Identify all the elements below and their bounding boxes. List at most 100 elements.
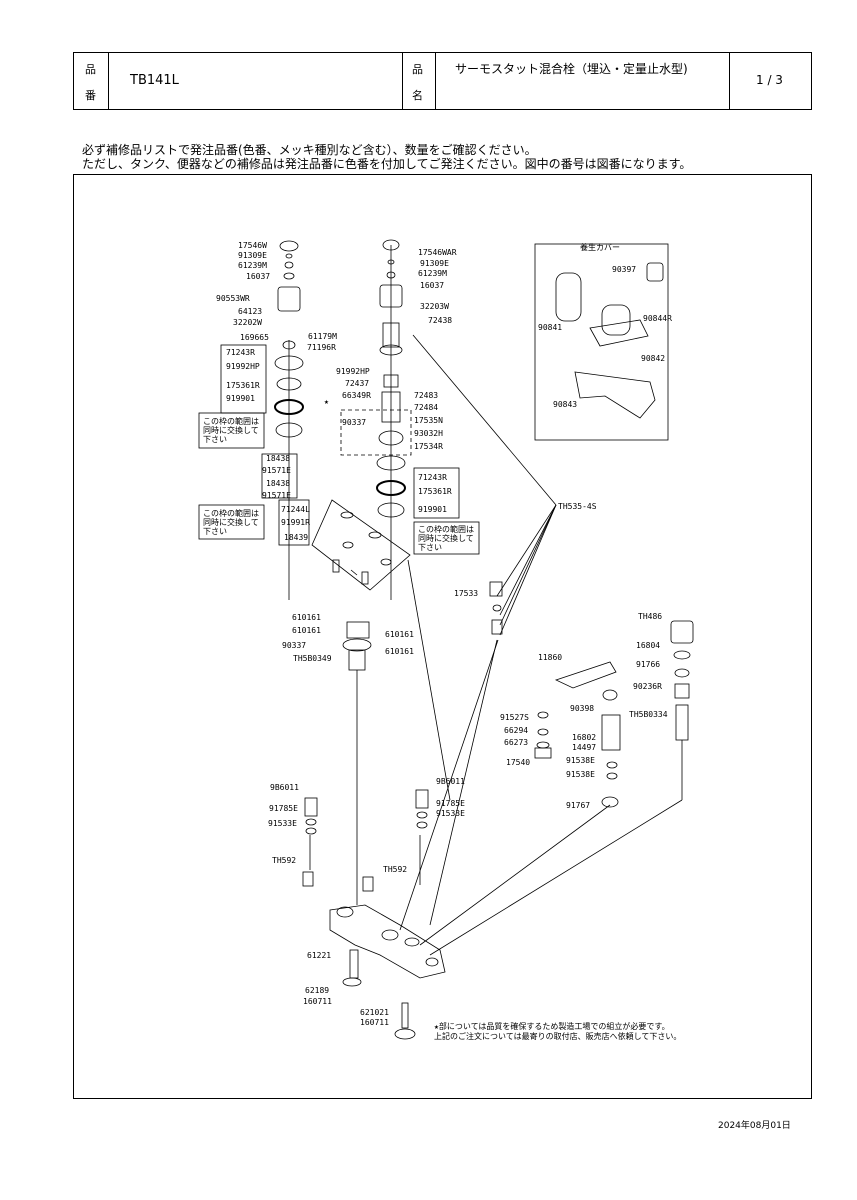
cover-title: 養生カバー (580, 242, 620, 252)
lower-link-5 (429, 799, 683, 956)
label-90842: 90842 (641, 354, 665, 363)
cartridge-17535N (381, 391, 401, 423)
product-name: サーモスタット混合栓（埋込・定量止水型) (455, 62, 688, 76)
ring-91767 (601, 796, 619, 808)
label-17534R: 17534R (414, 442, 443, 451)
part-169665 (282, 340, 296, 350)
ring-91538E-b (606, 772, 618, 780)
label-16802: 16802 (572, 733, 596, 742)
handle-32202W (277, 286, 301, 312)
label-90844R: 90844R (643, 314, 672, 323)
ring-66294 (537, 728, 549, 736)
label-TH592-a: TH592 (272, 856, 296, 865)
label-61239M-b: 61239M (418, 269, 447, 278)
part-72437 (383, 374, 399, 388)
star-dashed-box (340, 409, 412, 456)
valve-body-90337 (346, 621, 370, 639)
screw-TH592-b (362, 876, 374, 892)
oring-919901-b (377, 502, 405, 518)
plate-71244L (311, 499, 411, 591)
label-TH486: TH486 (638, 612, 662, 621)
note-box-1-line-1: この枠の範囲は (203, 416, 259, 426)
body-16802 (601, 714, 621, 751)
plate-hole-1 (340, 511, 354, 519)
label-71243R-b: 71243R (418, 473, 447, 482)
part-90236R (674, 683, 690, 699)
label-72437: 72437 (345, 379, 369, 388)
connector-9B6011-b (415, 789, 429, 809)
rod-62189 (349, 949, 359, 979)
title-block: 品 番 TB141L 品 名 サーモスタット混合栓（埋込・定量止水型) 1 / … (73, 52, 812, 110)
note-box-3-line-1: この枠の範囲は (418, 524, 474, 534)
label-18439: 18439 (284, 533, 308, 542)
lower-link-1 (429, 639, 498, 926)
label-71243R-a: 71243R (226, 348, 255, 357)
cap-17533 (489, 581, 503, 597)
ring-175361R-b (376, 480, 406, 496)
base-160711-b (394, 1028, 416, 1040)
note-box-2 (198, 504, 265, 540)
label-72483: 72483 (414, 391, 438, 400)
ring-93032H (378, 430, 404, 446)
cap-17546WAR (382, 239, 400, 251)
lower-link-2 (399, 639, 499, 931)
ring-91527S (537, 711, 549, 719)
label-TH5B0334: TH5B0334 (629, 710, 668, 719)
screw-91309E-b (387, 259, 395, 265)
label-175361R-b: 175361R (418, 487, 452, 496)
body-port-3 (404, 937, 420, 947)
label-91309E-b: 91309E (420, 259, 449, 268)
pin-18439-a (332, 559, 340, 573)
label-610161-c: 610161 (385, 630, 414, 639)
th535-leader-3 (499, 504, 557, 616)
cover-base (589, 319, 649, 347)
label-160711-a: 160711 (303, 997, 332, 1006)
label-610161-a: 610161 (292, 613, 321, 622)
label-610161-d: 610161 (385, 647, 414, 656)
label-17546WAR: 17546WAR (418, 248, 457, 257)
note-box-3 (413, 521, 480, 555)
ring-91538E-a (606, 761, 618, 769)
washer-61239M (284, 261, 294, 269)
hinmei-label-cell: 品 名 (402, 53, 436, 109)
spout-11860 (554, 661, 617, 689)
body-port-4 (425, 957, 439, 967)
screw-TH592-a (302, 871, 314, 887)
label-91309E-a: 91309E (238, 251, 267, 260)
oring-91992HP-b (379, 344, 403, 356)
oring-919901 (275, 422, 303, 438)
spindle-72438 (382, 322, 400, 348)
label-66349R: 66349R (342, 391, 371, 400)
group-box-71244L (278, 499, 310, 546)
label-62189: 62189 (305, 986, 329, 995)
page-number: 1 / 3 (756, 73, 783, 87)
label-71244L: 71244L (281, 505, 310, 514)
cover-90844R (601, 304, 631, 336)
label-66273: 66273 (504, 738, 528, 747)
plate-drop-line (407, 559, 451, 801)
cover-90841 (555, 272, 582, 322)
note-box-1-line-3: 下さい (203, 435, 227, 444)
note-line-1: 必ず補修品リストで発注品番(色番、メッキ種別など含む）、数量をご確認ください。 (82, 143, 537, 157)
ring-71243R-b (376, 455, 406, 471)
ring-71243R (274, 355, 304, 371)
note-box-3-line-2: 同時に交換して (418, 533, 474, 543)
label-90841: 90841 (538, 323, 562, 332)
part-17540 (534, 747, 552, 759)
label-64123: 64123 (238, 307, 262, 316)
label-91538E-b: 91538E (566, 770, 595, 779)
small-fitting (491, 619, 503, 635)
hinban-value-cell: TB141L (108, 53, 403, 109)
rod-621021 (401, 1002, 409, 1029)
label-90843: 90843 (553, 400, 577, 409)
label-91785E-a: 91785E (269, 804, 298, 813)
label-9B6011-b: 9B6011 (436, 777, 465, 786)
label-91766: 91766 (636, 660, 660, 669)
ring-16804 (673, 650, 691, 660)
label-91527S: 91527S (500, 713, 529, 722)
label-TH535-4S: TH535-4S (558, 502, 597, 511)
ring-175361R (274, 399, 304, 415)
group-box-plate (261, 453, 298, 499)
stem-TH5B0334 (675, 704, 689, 741)
